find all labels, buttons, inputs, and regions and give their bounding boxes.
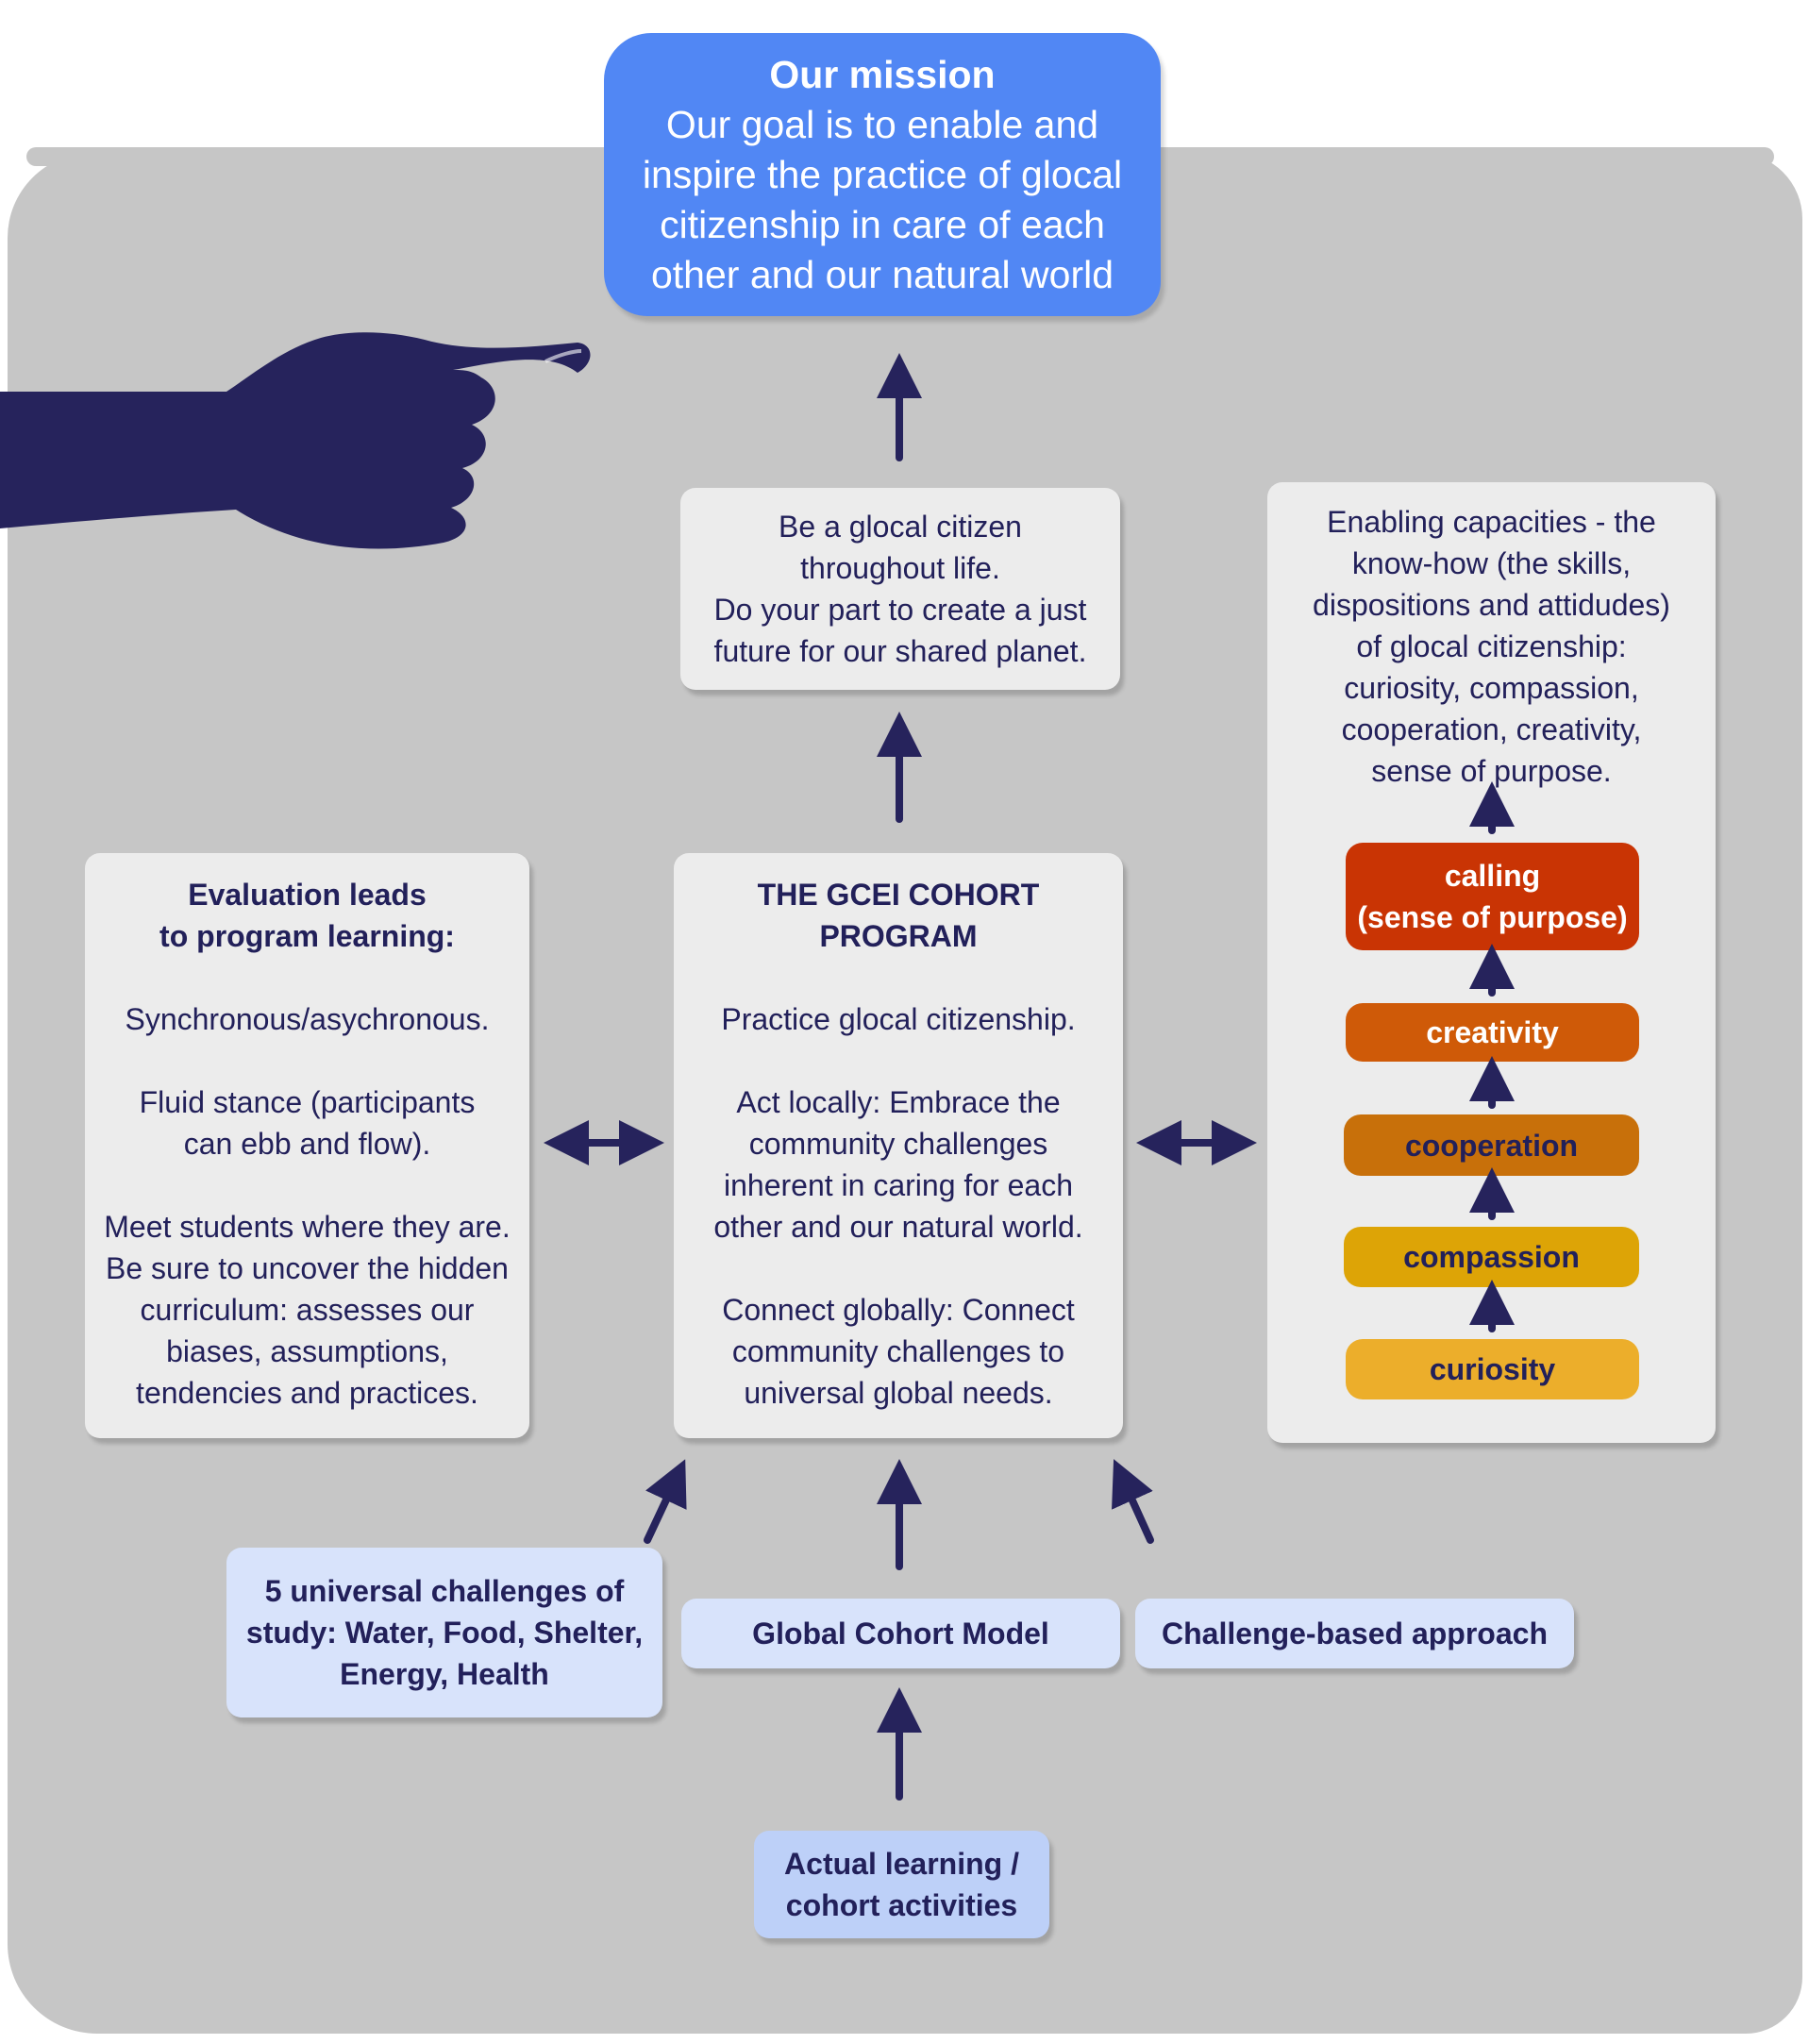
glocal-citizen-box: Be a glocal citizen throughout life. Do …: [680, 488, 1120, 690]
evaluation-title: Evaluation leads to program learning:: [159, 878, 455, 953]
evaluation-body: Synchronous/asychronous. Fluid stance (p…: [104, 1002, 511, 1410]
capacity-label: creativity: [1426, 1015, 1559, 1049]
arrow-challenges-to-cohort: [644, 1459, 687, 1544]
enabling-capacities-text: Enabling capacities - the know-how (the …: [1313, 505, 1670, 788]
universal-challenges-tag: 5 universal challenges of study: Water, …: [226, 1548, 662, 1717]
evaluation-box: Evaluation leads to program learning: Sy…: [85, 853, 529, 1438]
global-cohort-model-tag: Global Cohort Model: [681, 1599, 1120, 1668]
capacity-compassion: compassion: [1344, 1227, 1639, 1287]
cohort-program-title: THE GCEI COHORT PROGRAM: [757, 878, 1040, 953]
capacity-label: curiosity: [1429, 1352, 1556, 1386]
capacity-label: cooperation: [1404, 1128, 1579, 1163]
mission-text: Our goal is to enable and inspire the pr…: [642, 102, 1123, 296]
cohort-program-body: Practice glocal citizenship. Act locally…: [713, 1002, 1083, 1410]
capacity-curiosity: curiosity: [1346, 1339, 1639, 1399]
capacity-cooperation: cooperation: [1344, 1114, 1639, 1176]
mission-box: Our mission Our goal is to enable and in…: [604, 33, 1161, 316]
actual-learning-tag: Actual learning / cohort activities: [754, 1831, 1049, 1938]
actual-learning-text: Actual learning / cohort activities: [784, 1847, 1019, 1922]
capacity-label: compassion: [1403, 1240, 1580, 1274]
global-cohort-model-text: Global Cohort Model: [752, 1617, 1049, 1650]
glocal-citizen-text: Be a glocal citizen throughout life. Do …: [713, 510, 1087, 668]
challenge-based-approach-text: Challenge-based approach: [1162, 1617, 1548, 1650]
universal-challenges-text: 5 universal challenges of study: Water, …: [245, 1574, 644, 1691]
cohort-program-box: THE GCEI COHORT PROGRAM Practice glocal …: [674, 853, 1123, 1438]
capacity-calling: calling (sense of purpose): [1346, 843, 1639, 950]
challenge-based-approach-tag: Challenge-based approach: [1135, 1599, 1574, 1668]
capacity-label: calling (sense of purpose): [1357, 859, 1628, 934]
mission-title: Our mission: [769, 52, 996, 96]
capacity-creativity: creativity: [1346, 1003, 1639, 1062]
arrow-approach-to-cohort: [1112, 1459, 1154, 1544]
pointing-hand-icon: [0, 332, 591, 549]
